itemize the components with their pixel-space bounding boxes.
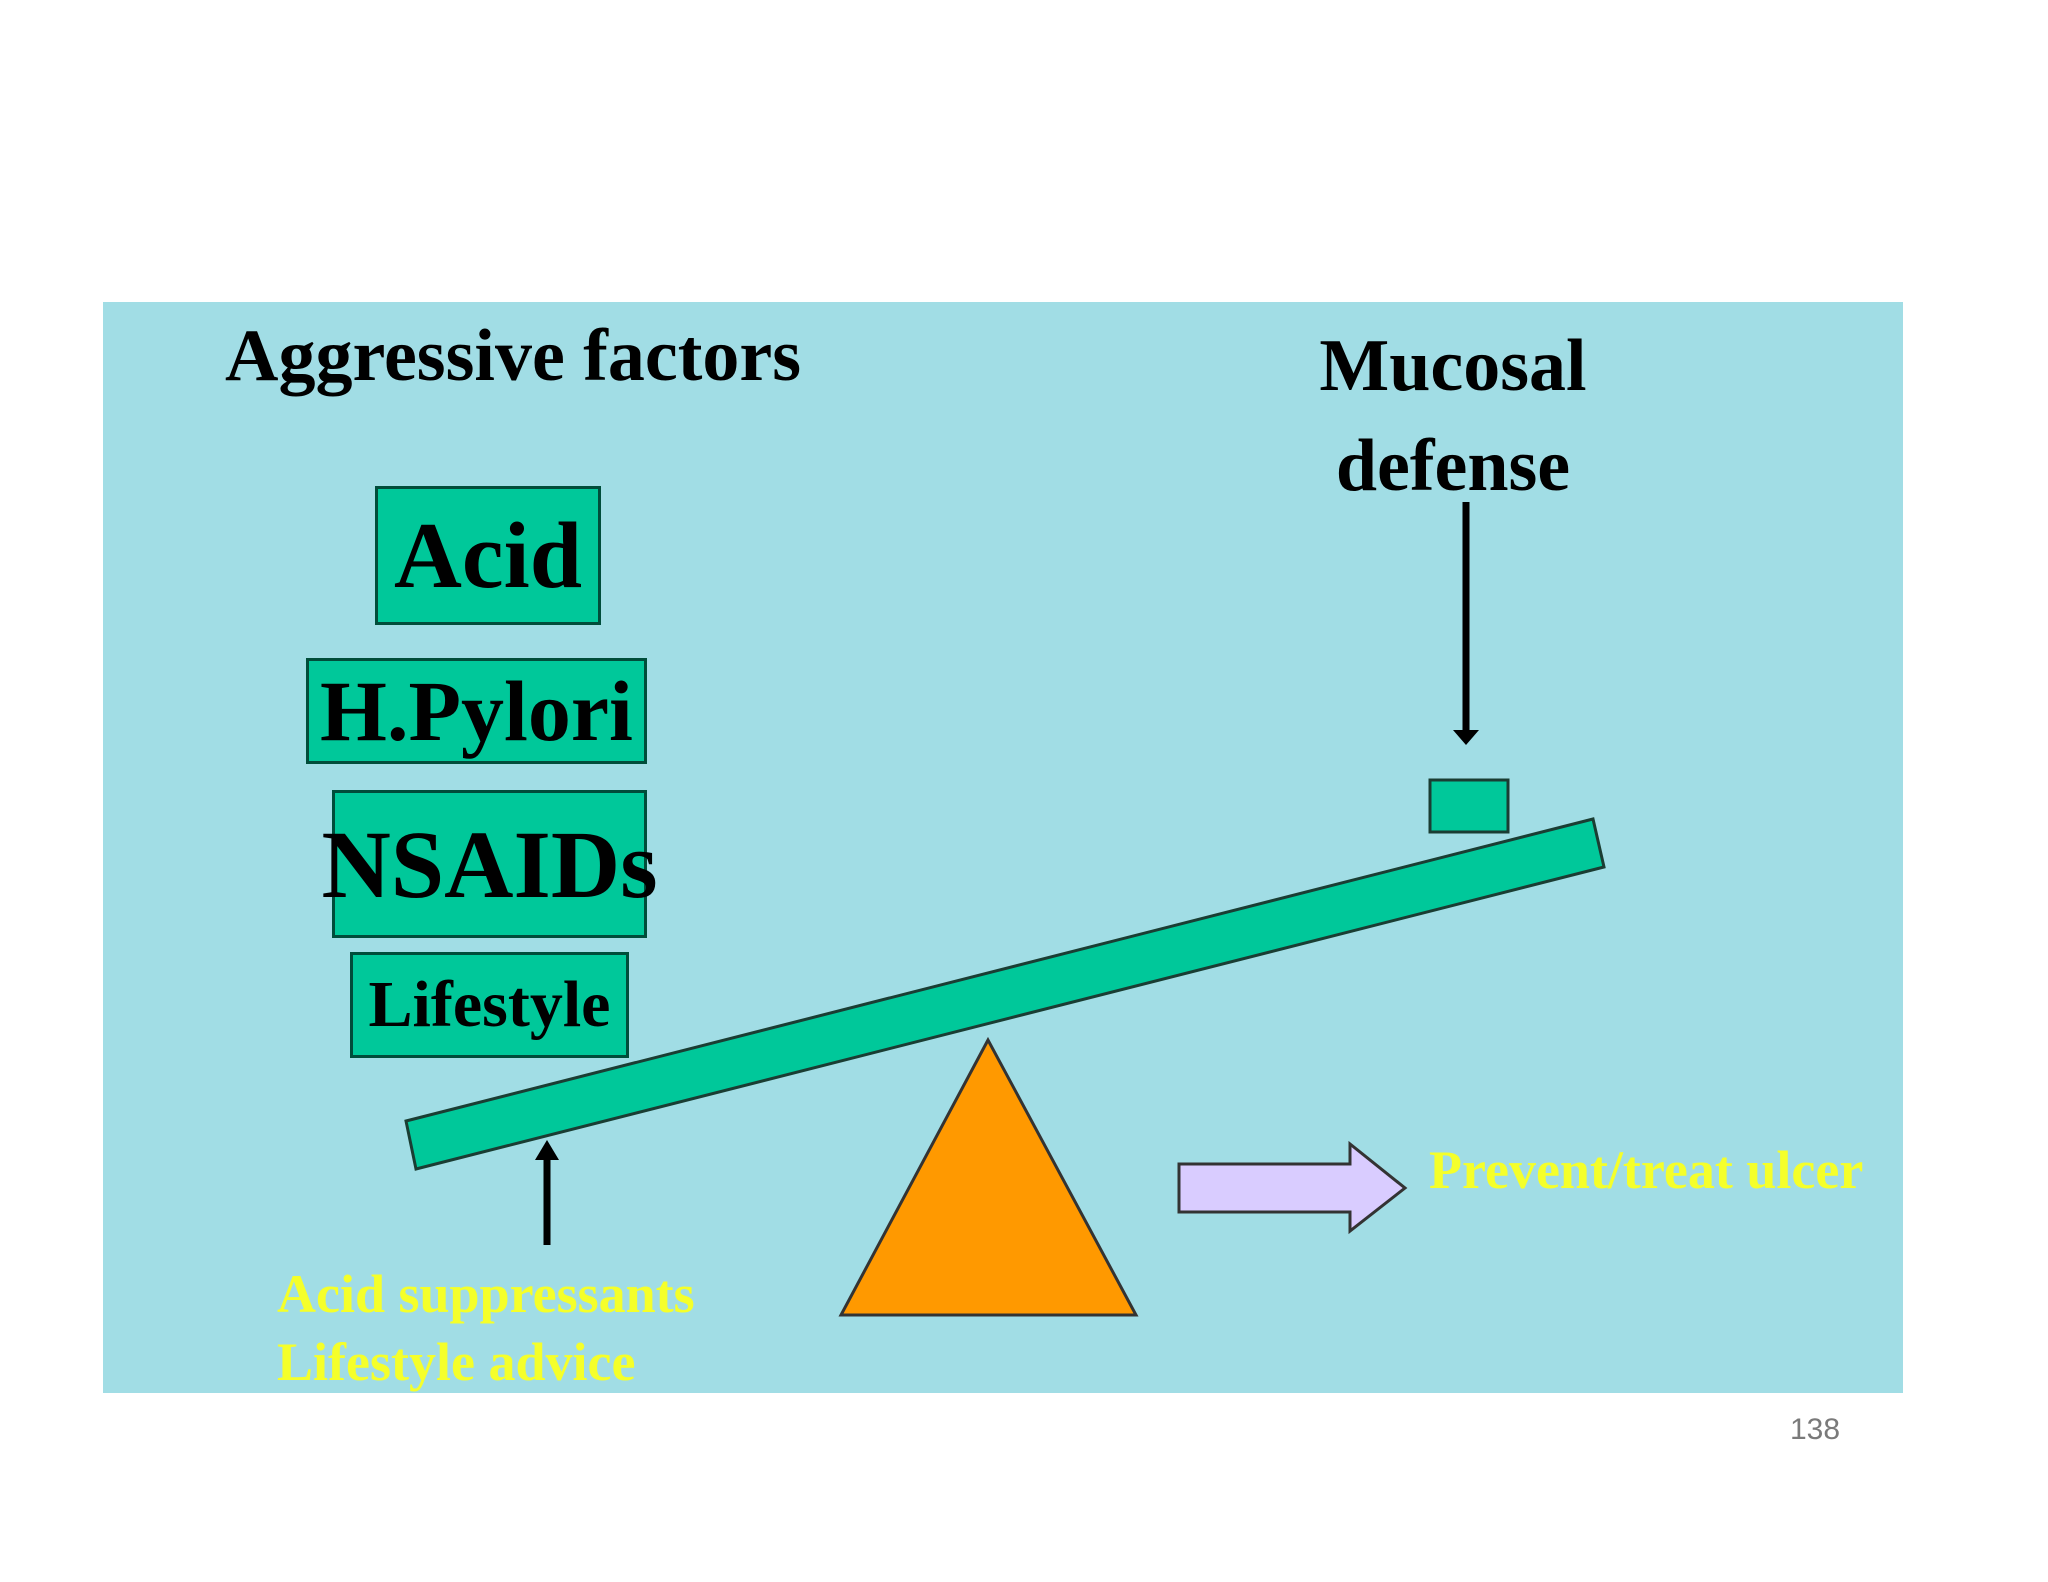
- slide: Aggressive factors Mucosal defense Acid …: [103, 302, 1903, 1393]
- remedy-lifestyle-advice: Lifestyle advice: [277, 1332, 636, 1392]
- defense-weight: [1428, 778, 1510, 834]
- seesaw-beam: [404, 817, 1606, 1171]
- seesaw-diagram: [404, 502, 1606, 1317]
- remedy-acid-suppressants: Acid suppressants: [277, 1264, 695, 1324]
- factor-h-pylori: H.Pylori: [306, 658, 647, 764]
- fulcrum-triangle: [838, 1036, 1139, 1317]
- block-arrow-right-icon: [1177, 1140, 1408, 1235]
- outcome-label: Prevent/treat ulcer: [1429, 1140, 1864, 1200]
- factor-lifestyle: Lifestyle: [350, 952, 629, 1058]
- slide-number: 138: [1790, 1413, 1841, 1446]
- arrow-down-icon: [1453, 502, 1479, 745]
- aggressive-factors-title: Aggressive factors: [225, 315, 802, 397]
- mucosal-defense-title: Mucosal defense: [1319, 325, 1587, 507]
- factor-acid: Acid: [375, 486, 601, 625]
- factor-nsaids: NSAIDs: [321, 790, 658, 938]
- arrow-up-icon: [535, 1140, 559, 1245]
